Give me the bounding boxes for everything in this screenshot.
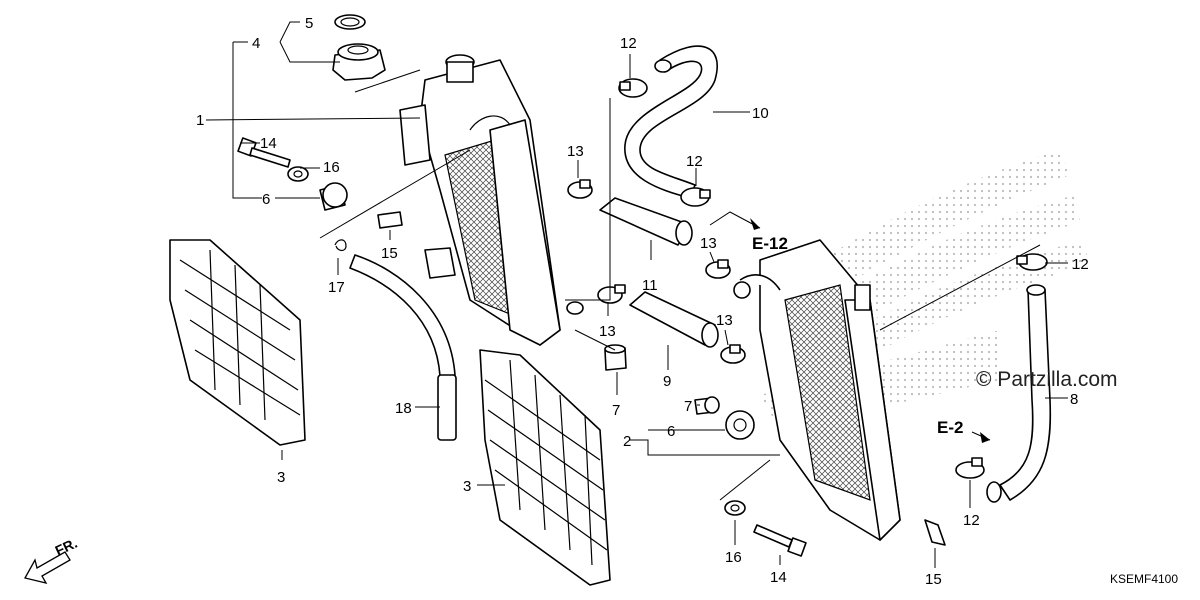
- callout-14-left: 14: [260, 135, 277, 152]
- right-bolt: [753, 524, 807, 557]
- callout-13-d: 13: [716, 312, 733, 329]
- callout-4: 4: [252, 35, 260, 52]
- right-washer: [724, 500, 746, 516]
- callout-13-b: 13: [599, 323, 616, 340]
- callout-15-right: 15: [925, 571, 942, 588]
- callout-9: 9: [663, 373, 671, 390]
- right-radiator: [733, 239, 901, 541]
- right-collar: [694, 396, 720, 415]
- clamp-13c: [705, 259, 731, 279]
- left-grommet: [319, 182, 348, 211]
- callout-7-left: 7: [612, 402, 620, 419]
- callout-13-a: 13: [567, 143, 584, 160]
- clamp-12b: [680, 187, 711, 207]
- left-radiator-grille: [169, 239, 306, 446]
- callout-18: 18: [395, 400, 412, 417]
- left-radiator: [399, 54, 584, 346]
- callout-12-d: 12: [963, 512, 980, 529]
- right-radiator-grille: [479, 349, 611, 586]
- callout-17: 17: [328, 279, 345, 296]
- front-label: FR.: [53, 535, 80, 559]
- callout-12-c: 12: [1072, 256, 1089, 273]
- callout-11: 11: [642, 277, 658, 294]
- e2-arrow: [971, 431, 991, 443]
- ref-e2: E-2: [937, 418, 963, 437]
- callout-10: 10: [752, 105, 769, 122]
- clamp-13a: [567, 179, 593, 199]
- left-clip: [377, 211, 403, 229]
- callout-13-c: 13: [700, 235, 717, 252]
- callout-1: 1: [196, 112, 204, 129]
- callout-5: 5: [305, 15, 313, 32]
- leader-lines: [205, 21, 1068, 568]
- callout-12-a: 12: [620, 35, 637, 52]
- clamp-12a: [618, 78, 648, 98]
- watermark: © Partzilla.com: [976, 368, 1118, 391]
- callout-16-right: 16: [725, 549, 742, 566]
- breather-tube: [349, 254, 457, 441]
- clamp-12d: [955, 457, 985, 479]
- front-arrow: [24, 551, 71, 584]
- callout-2: 2: [623, 433, 631, 450]
- callout-8: 8: [1070, 391, 1078, 408]
- radiator-cap: [332, 43, 386, 81]
- diagram-code: KSEMF4100: [1110, 572, 1178, 586]
- callout-16-left: 16: [323, 159, 340, 176]
- lower-joint-pipe: [629, 291, 719, 348]
- callout-15-left: 15: [381, 245, 398, 262]
- callout-3-left: 3: [277, 469, 285, 486]
- callout-6-left: 6: [262, 191, 270, 208]
- ref-e12: E-12: [752, 234, 788, 253]
- callout-3-right: 3: [463, 478, 471, 495]
- right-clip: [924, 519, 946, 546]
- clamp-13d: [720, 344, 746, 364]
- callout-12-b: 12: [686, 153, 703, 170]
- e12-arrow: [709, 211, 761, 230]
- callout-7-right: 7: [684, 398, 692, 415]
- right-hose: [986, 284, 1052, 503]
- callout-14-right: 14: [770, 569, 787, 586]
- clamp-12c: [1016, 253, 1048, 271]
- cap-seal: [334, 14, 366, 30]
- left-small-clip: [334, 239, 347, 252]
- callout-6-right: 6: [667, 423, 675, 440]
- upper-hose: [624, 45, 718, 199]
- left-washer: [287, 166, 309, 182]
- left-collar: [604, 344, 627, 371]
- joint-pipe: [599, 197, 693, 246]
- right-grommet: [725, 410, 755, 440]
